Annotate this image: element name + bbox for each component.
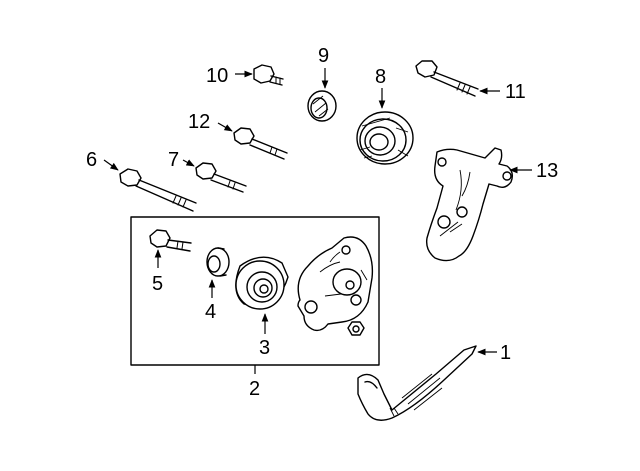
callout-7: 7 — [168, 149, 179, 171]
bolt-5[interactable] — [149, 229, 192, 252]
callout-5: 5 — [152, 273, 163, 295]
idler-pulley-8[interactable] — [356, 111, 414, 165]
tensioner-body[interactable] — [297, 236, 374, 332]
spacer-4[interactable] — [206, 247, 230, 277]
bolt-6[interactable] — [119, 168, 197, 212]
bolt-10[interactable] — [253, 64, 284, 86]
callout-2: 2 — [249, 378, 260, 400]
callout-3: 3 — [259, 337, 270, 359]
drive-belt-1[interactable] — [357, 345, 477, 421]
callout-11: 11 — [505, 81, 526, 103]
callout-13: 13 — [536, 160, 558, 182]
callout-6: 6 — [86, 149, 97, 171]
leader-6 — [103, 159, 119, 171]
callout-9: 9 — [318, 45, 329, 67]
washer-9[interactable] — [307, 90, 337, 122]
tensioner-nut[interactable] — [347, 321, 365, 336]
bolt-12[interactable] — [233, 127, 288, 160]
callout-12: 12 — [188, 111, 210, 133]
callout-1: 1 — [500, 342, 511, 364]
bolt-11[interactable] — [415, 60, 479, 97]
leader-7 — [182, 159, 195, 167]
bracket-13[interactable] — [425, 147, 514, 262]
bolt-7[interactable] — [195, 162, 247, 193]
callout-4: 4 — [205, 301, 216, 323]
leader-12 — [217, 122, 233, 132]
tensioner-pulley-3[interactable] — [235, 256, 289, 310]
callout-10: 10 — [206, 65, 228, 87]
callout-8: 8 — [375, 66, 386, 88]
